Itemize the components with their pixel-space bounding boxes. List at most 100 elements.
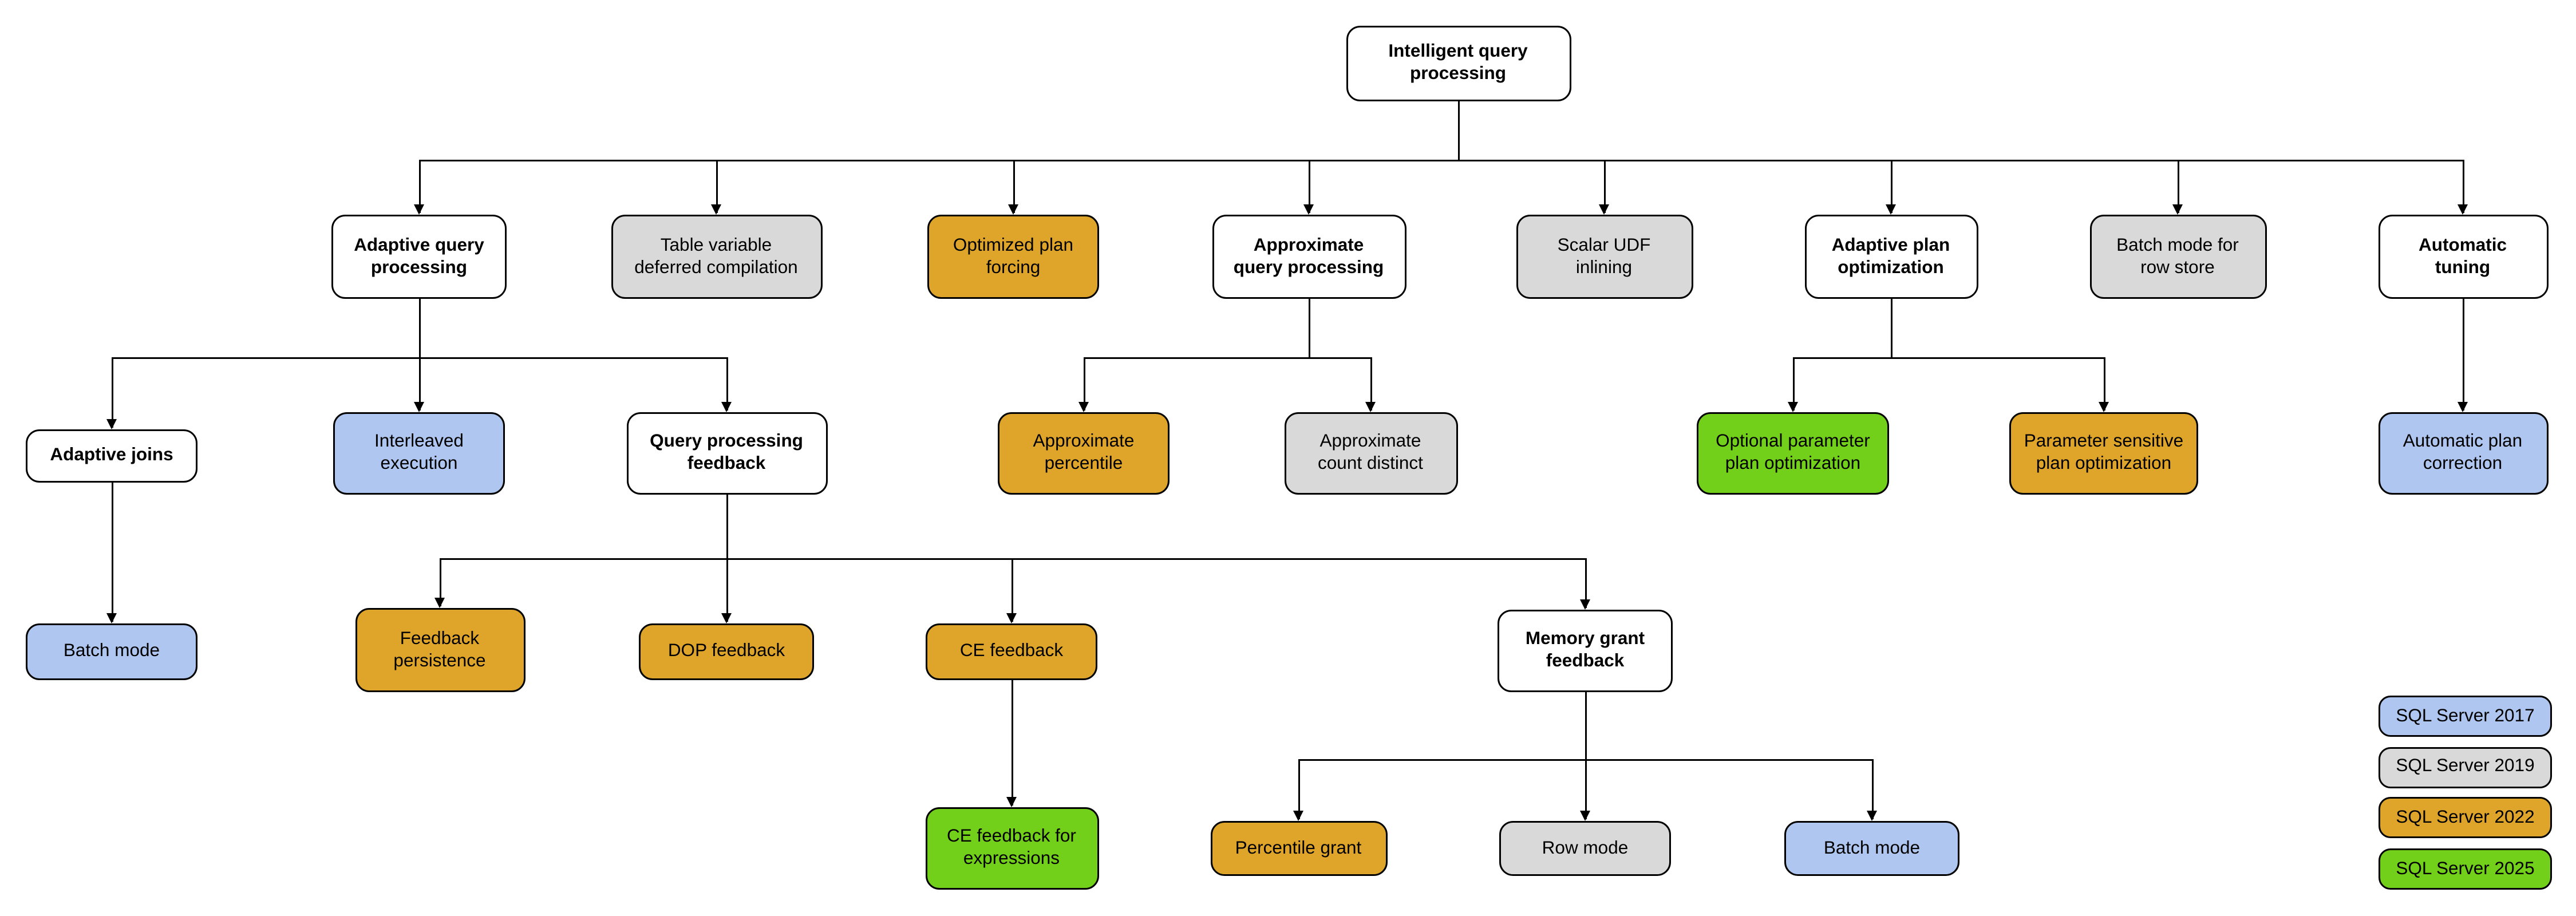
connector-line (725, 495, 728, 558)
arrowhead-icon (105, 613, 116, 623)
node-label: Table variable deferred compilation (634, 235, 798, 278)
node-label: Adaptive joins (50, 445, 173, 466)
arrowhead-icon (413, 402, 424, 412)
node-qpf: Query processing feedback (626, 412, 827, 495)
node-mgf: Memory grant feedback (1498, 610, 1673, 692)
node-bmrs: Batch mode for row store (2089, 215, 2266, 299)
legend-label: SQL Server 2022 (2396, 807, 2535, 828)
node-label: DOP feedback (667, 641, 785, 662)
connector-line (418, 299, 420, 357)
node-pspo: Parameter sensitive plan optimization (2009, 412, 2198, 495)
node-bm2: Batch mode (1784, 821, 1959, 876)
node-root: Intelligent query processing (1345, 26, 1571, 101)
arrowhead-icon (1292, 811, 1303, 821)
arrowhead-icon (1302, 204, 1313, 215)
node-ie: Interleaved execution (333, 412, 505, 495)
legend-item-sql-server-2017: SQL Server 2017 (2379, 696, 2552, 737)
connector-line (1792, 356, 2105, 358)
node-label: Batch mode for row store (2116, 235, 2239, 278)
node-dop: DOP feedback (639, 623, 814, 680)
arrowhead-icon (1787, 402, 1797, 412)
connector-line (725, 558, 728, 622)
arrowhead-icon (1077, 402, 1088, 412)
connector-line (1082, 356, 1372, 358)
connector-line (715, 160, 717, 213)
node-cefe: CE feedback for expressions (924, 807, 1099, 890)
node-label: Automatic tuning (2418, 235, 2507, 278)
arrowhead-icon (2097, 402, 2108, 412)
arrowhead-icon (105, 419, 116, 429)
connector-line (438, 557, 1586, 559)
arrowhead-icon (720, 402, 731, 412)
node-label: Parameter sensitive plan optimization (2024, 432, 2184, 474)
node-label: Adaptive plan optimization (1831, 235, 1950, 278)
node-label: Approximate count distinct (1318, 432, 1423, 474)
connector-line (1584, 692, 1586, 759)
node-label: Optional parameter plan optimization (1716, 432, 1870, 474)
connector-line (1297, 759, 1299, 819)
node-aqpr: Approximate query processing (1211, 215, 1406, 299)
arrowhead-icon (1579, 599, 1590, 610)
legend-item-sql-server-2022: SQL Server 2022 (2379, 797, 2552, 839)
node-label: Adaptive query processing (354, 235, 484, 278)
connector-line (1307, 160, 1310, 213)
node-pg: Percentile grant (1210, 821, 1387, 876)
connector-line (418, 357, 420, 410)
legend-label: SQL Server 2025 (2396, 858, 2535, 879)
node-label: Scalar UDF inlining (1557, 235, 1651, 278)
connector-line (1082, 357, 1085, 410)
legend-label: SQL Server 2017 (2396, 705, 2535, 727)
node-label: Approximate percentile (1033, 432, 1135, 474)
node-apc: Automatic plan correction (2377, 412, 2548, 495)
arrowhead-icon (2171, 204, 2182, 215)
node-label: Approximate query processing (1233, 235, 1384, 278)
connector-line (1584, 558, 1586, 608)
node-label: Interleaved execution (374, 432, 464, 474)
arrowhead-icon (1005, 613, 1016, 623)
node-label: Intelligent query processing (1388, 42, 1528, 84)
legend-label: SQL Server 2019 (2396, 756, 2535, 777)
node-label: Batch mode (63, 641, 160, 662)
connector-line (1792, 357, 1794, 410)
connector-line (725, 357, 728, 410)
arrowhead-icon (1005, 797, 1016, 807)
connector-line (110, 357, 113, 428)
connector-line (1871, 759, 1873, 819)
legend-item-sql-server-2019: SQL Server 2019 (2379, 747, 2552, 788)
arrowhead-icon (1884, 204, 1895, 215)
node-bm1: Batch mode (26, 623, 197, 680)
arrowhead-icon (710, 204, 721, 215)
connector-line (438, 558, 441, 606)
connector-line (1584, 759, 1586, 819)
node-at: Automatic tuning (2377, 215, 2548, 299)
arrowhead-icon (413, 204, 424, 215)
connector-line (1603, 160, 1605, 213)
connector-line (1307, 299, 1310, 357)
connector-line (418, 159, 2464, 161)
connector-line (418, 160, 420, 213)
node-opf: Optimized plan forcing (927, 215, 1099, 299)
node-ce: CE feedback (926, 623, 1097, 680)
arrowhead-icon (1866, 811, 1876, 821)
node-aqp: Adaptive query processing (331, 215, 507, 299)
node-fp: Feedback persistence (354, 608, 525, 692)
node-label: Feedback persistence (393, 628, 486, 671)
node-aj: Adaptive joins (26, 429, 197, 483)
connector-line (2462, 299, 2464, 410)
arrowhead-icon (2456, 402, 2467, 412)
node-rm: Row mode (1499, 821, 1671, 876)
arrowhead-icon (1364, 402, 1375, 412)
connector-line (2462, 160, 2464, 213)
node-tvdc: Table variable deferred compilation (610, 215, 822, 299)
arrowhead-icon (720, 613, 731, 623)
arrowhead-icon (1598, 204, 1609, 215)
connector-line (1012, 160, 1014, 213)
node-label: Automatic plan correction (2403, 432, 2523, 474)
node-ap: Approximate percentile (998, 412, 1170, 495)
connector-line (1010, 680, 1013, 806)
arrowhead-icon (2456, 204, 2467, 215)
node-label: Row mode (1542, 838, 1629, 859)
node-label: CE feedback (959, 641, 1064, 662)
arrowhead-icon (1579, 811, 1590, 821)
